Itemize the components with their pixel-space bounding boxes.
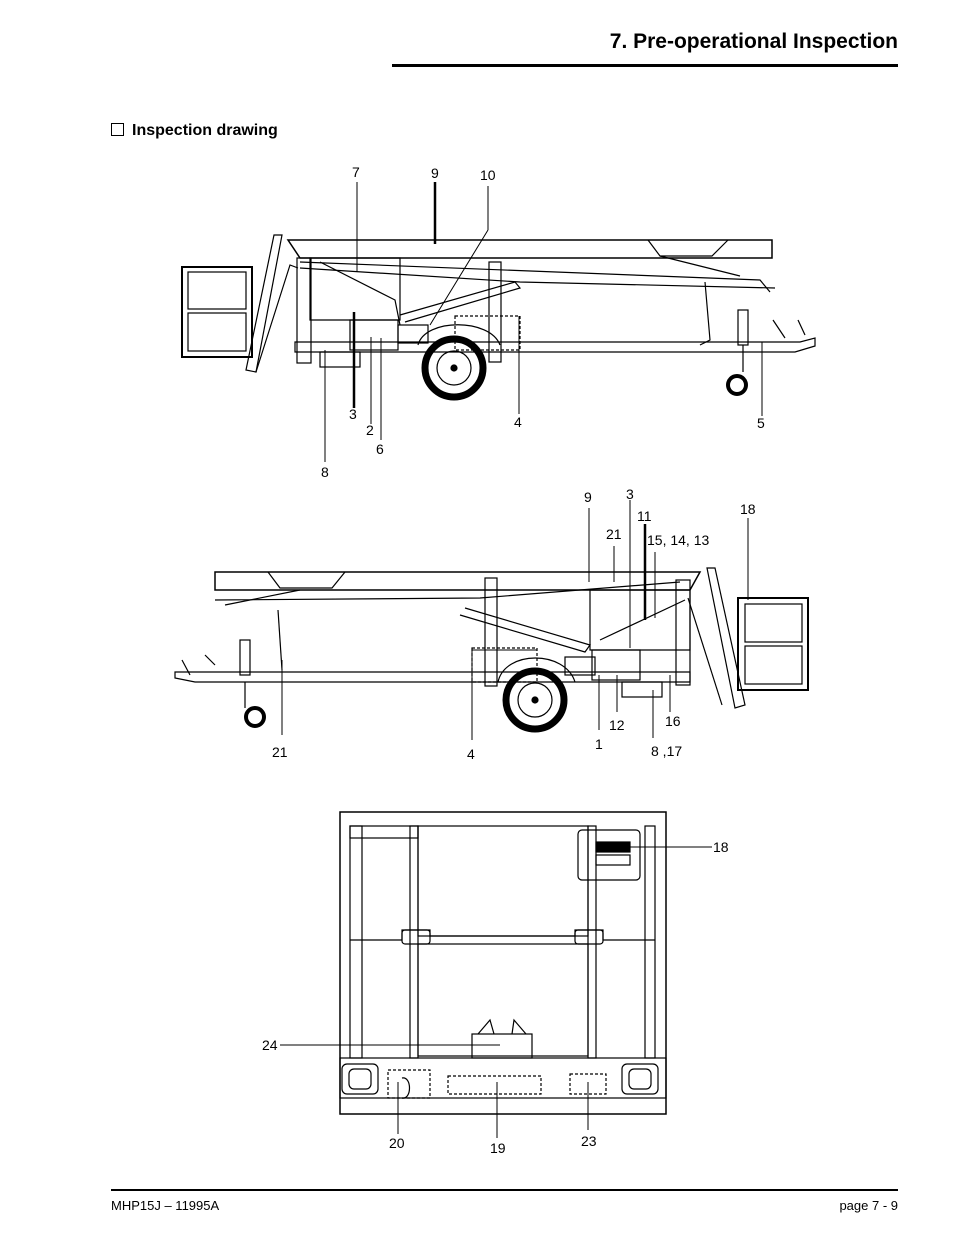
checkbox-bullet-icon — [111, 123, 124, 136]
label-8-17: 8 ,17 — [651, 743, 682, 759]
side-view-drawing-1 — [181, 234, 816, 401]
label-3b: 3 — [626, 486, 634, 502]
label-20: 20 — [389, 1135, 405, 1151]
label-16: 16 — [665, 713, 681, 729]
label-10: 10 — [480, 167, 496, 183]
label-1: 1 — [595, 736, 603, 752]
rear-view-drawing — [339, 811, 667, 1115]
label-12: 12 — [609, 717, 625, 733]
footer-document-id: MHP15J – 11995A — [111, 1198, 220, 1213]
label-4b: 4 — [467, 746, 475, 762]
label-7: 7 — [352, 164, 360, 180]
title-rule — [392, 64, 898, 67]
label-23: 23 — [581, 1133, 597, 1149]
label-21a: 21 — [606, 526, 622, 542]
label-9b: 9 — [584, 489, 592, 505]
label-2: 2 — [366, 422, 374, 438]
section-heading: Inspection drawing — [111, 122, 278, 140]
footer-page-number: page 7 - 9 — [839, 1198, 898, 1213]
label-18b: 18 — [713, 839, 729, 855]
label-18a: 18 — [740, 501, 756, 517]
label-4: 4 — [514, 414, 522, 430]
label-6: 6 — [376, 441, 384, 457]
label-24: 24 — [262, 1037, 278, 1053]
label-8: 8 — [321, 464, 329, 480]
section-title: Inspection drawing — [132, 122, 278, 139]
label-19: 19 — [490, 1140, 506, 1156]
label-21b: 21 — [272, 744, 288, 760]
label-15-14-13: 15, 14, 13 — [647, 532, 709, 548]
label-11: 11 — [637, 508, 652, 524]
label-9: 9 — [431, 165, 439, 181]
label-3: 3 — [349, 406, 357, 422]
footer-rule — [111, 1189, 898, 1191]
page-title: 7. Pre-operational Inspection — [609, 30, 898, 53]
label-5: 5 — [757, 415, 765, 431]
side-view-drawing-2 — [174, 567, 809, 733]
